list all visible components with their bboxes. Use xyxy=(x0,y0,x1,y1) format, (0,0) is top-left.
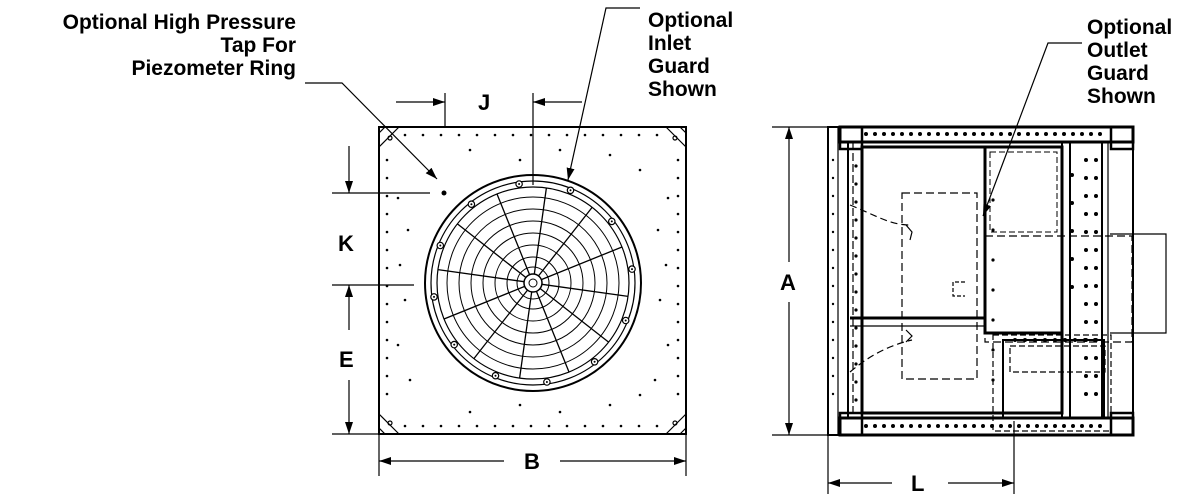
corner-brackets xyxy=(378,126,687,435)
dim-label-e: E xyxy=(339,347,354,372)
callout-line: Guard xyxy=(1087,62,1149,85)
dimension-lines-side xyxy=(772,126,1015,494)
callout-line: Shown xyxy=(1087,85,1156,108)
inlet-guard xyxy=(424,174,642,392)
callout-line: Optional xyxy=(1087,16,1173,39)
callout-high-pressure-tap: Optional High Pressure Tap For Piezomete… xyxy=(6,11,296,80)
dim-label-k: K xyxy=(338,231,354,256)
dim-label-b: B xyxy=(524,449,540,474)
motor-outline xyxy=(901,192,978,380)
callout-inlet-guard: Optional Inlet Guard Shown xyxy=(648,9,733,101)
dim-label-l: L xyxy=(911,471,924,496)
dim-label-a: A xyxy=(780,270,796,295)
callout-line: Outlet xyxy=(1087,39,1148,62)
side-view-outlet xyxy=(827,125,1167,437)
frame-bolt-holes xyxy=(831,132,1102,428)
panel-mounting-holes xyxy=(385,133,680,428)
pressure-tap-point xyxy=(441,190,447,196)
outlet-guard-bracket xyxy=(1110,233,1167,334)
leader-high-pressure-tap xyxy=(305,82,438,180)
callout-line: Piezometer Ring xyxy=(131,57,296,80)
guard-bolts xyxy=(430,180,636,386)
leader-outlet-guard xyxy=(982,42,1082,217)
callout-line: Optional High Pressure xyxy=(62,11,296,34)
leader-inlet-guard xyxy=(566,7,640,181)
dim-label-j: J xyxy=(478,90,490,115)
dimension-lines-front xyxy=(332,93,687,476)
callout-line: Inlet xyxy=(648,32,692,55)
callout-line: Shown xyxy=(648,78,717,101)
callout-line: Optional xyxy=(648,9,734,32)
callout-line: Tap For xyxy=(220,34,296,57)
leader-lines xyxy=(305,7,1082,217)
side-housing-outline xyxy=(827,126,1134,436)
callout-line: Guard xyxy=(648,55,710,78)
callout-outlet-guard: Optional Outlet Guard Shown xyxy=(1087,16,1172,108)
